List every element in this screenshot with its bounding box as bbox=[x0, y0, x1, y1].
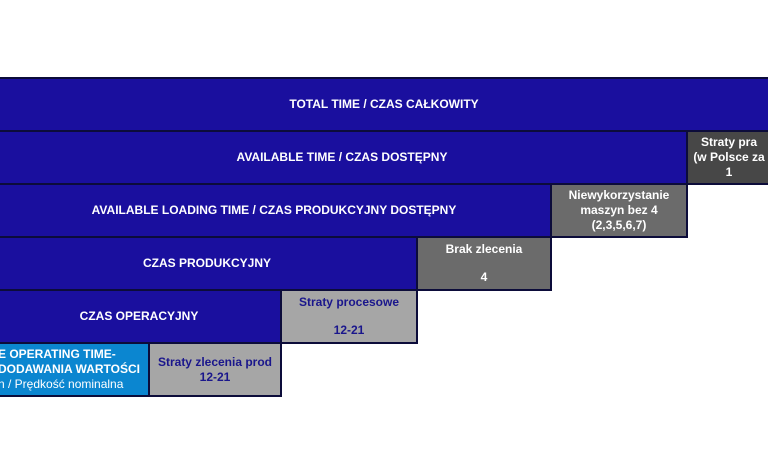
value-operating-line2: DODAWANIA WARTOŚCI bbox=[0, 362, 141, 376]
straty-zlecenia-label: Straty zlecenia prod bbox=[157, 354, 273, 369]
straty-pra-box: Straty pra (w Polsce za 1 bbox=[686, 130, 768, 185]
straty-zlecenia-code: 12-21 bbox=[199, 369, 231, 384]
niewykorzystanie-code: (2,3,5,6,7) bbox=[591, 218, 647, 232]
total-time-label: TOTAL TIME / CZAS CAŁKOWITY bbox=[289, 97, 479, 111]
available-time-label: AVAILABLE TIME / CZAS DOSTĘPNY bbox=[236, 150, 448, 164]
niewykorzystanie-box: Niewykorzystanie maszyn bez 4 (2,3,5,6,7… bbox=[550, 183, 688, 238]
straty-pra-code: 1 bbox=[725, 165, 733, 179]
available-time-bar: AVAILABLE TIME / CZAS DOSTĘPNY bbox=[0, 130, 688, 185]
niewykorzystanie-line2: maszyn bez 4 bbox=[580, 203, 658, 217]
straty-pra-line2: (w Polsce za bbox=[693, 150, 765, 164]
czas-produkcyjny-bar: CZAS PRODUKCYJNY bbox=[0, 236, 418, 291]
brak-zlecenia-box: Brak zlecenia 4 bbox=[416, 236, 552, 291]
brak-zlecenia-label: Brak zlecenia bbox=[445, 242, 523, 256]
straty-procesowe-box: Straty procesowe 12-21 bbox=[280, 289, 418, 344]
czas-operacyjny-bar: CZAS OPERACYJNY bbox=[0, 289, 282, 344]
straty-procesowe-code: 12-21 bbox=[333, 323, 365, 337]
available-loading-time-label: AVAILABLE LOADING TIME / CZAS PRODUKCYJN… bbox=[91, 203, 457, 217]
available-loading-time-bar: AVAILABLE LOADING TIME / CZAS PRODUKCYJN… bbox=[0, 183, 552, 238]
value-operating-time-bar: E OPERATING TIME- DODAWANIA WARTOŚCI n /… bbox=[0, 342, 150, 397]
niewykorzystanie-line1: Niewykorzystanie bbox=[568, 188, 670, 202]
value-operating-line1: E OPERATING TIME- bbox=[0, 347, 116, 361]
total-time-bar: TOTAL TIME / CZAS CAŁKOWITY bbox=[0, 77, 768, 132]
straty-pra-line1: Straty pra bbox=[700, 135, 758, 149]
value-operating-line3: n / Prędkość nominalna bbox=[0, 377, 124, 391]
straty-zlecenia-box: Straty zlecenia prod 12-21 bbox=[148, 342, 282, 397]
straty-procesowe-label: Straty procesowe bbox=[298, 295, 400, 309]
brak-zlecenia-code: 4 bbox=[480, 270, 488, 284]
czas-produkcyjny-label: CZAS PRODUKCYJNY bbox=[142, 256, 271, 270]
czas-operacyjny-label: CZAS OPERACYJNY bbox=[79, 309, 199, 323]
